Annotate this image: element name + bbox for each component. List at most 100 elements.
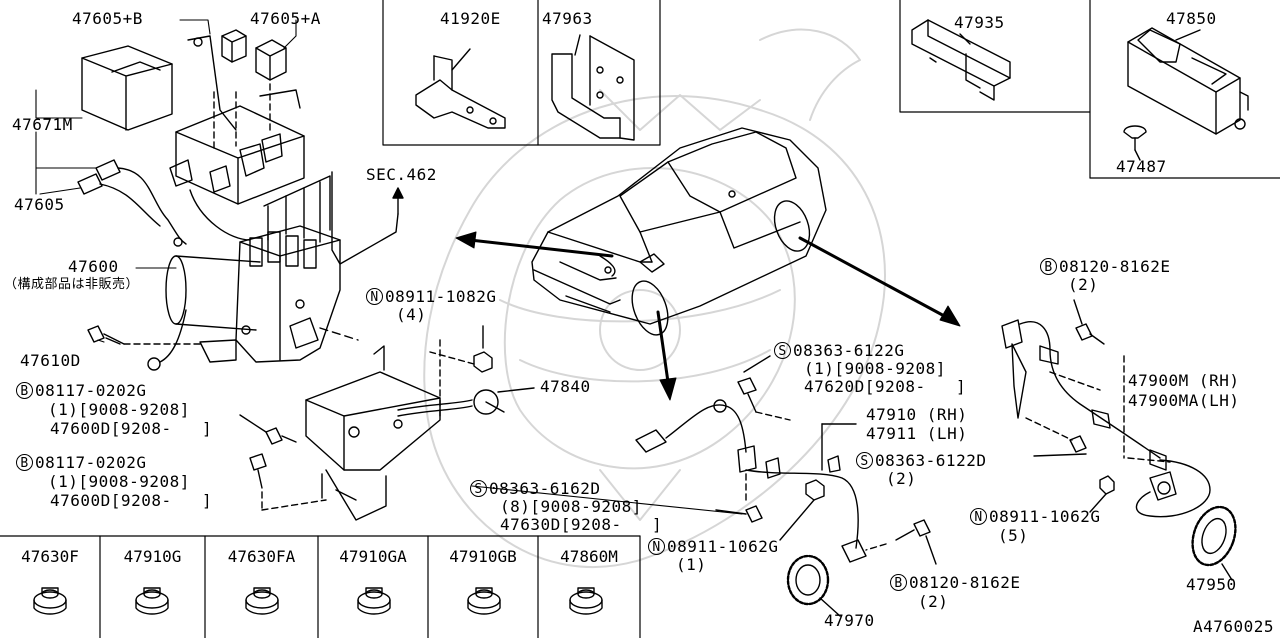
label-08117-lower-alt: 47600D[9208- ] [50, 491, 213, 510]
arrow-head-left [455, 231, 477, 249]
bolt-08363-6162d [715, 505, 763, 523]
marker-s-icon: S [856, 452, 873, 469]
tray-label-47910ga: 47910GA [339, 547, 407, 566]
nut-08911-1062g-rear [1089, 475, 1115, 513]
bracket-47935 [911, 19, 1011, 101]
label-47605a: 47605+A [250, 9, 321, 28]
arrow-head-right [939, 305, 961, 327]
bolt-08363-6122d-rear [1033, 435, 1087, 457]
label-08911-1082g-qty: (4) [396, 305, 427, 324]
actuator-bracket [261, 345, 441, 521]
bracket-41920e [415, 48, 506, 129]
label-47605b: 47605+B [72, 9, 143, 28]
marker-b-icon: B [16, 454, 33, 471]
label-08363-6122d-qty: (2) [886, 469, 917, 488]
label-08120-rear-qty: (2) [1068, 275, 1099, 294]
label-47935: 47935 [954, 13, 1005, 32]
label-47605: 47605 [14, 195, 65, 214]
rotor-47950 [1191, 505, 1237, 581]
diagram-reference: A4760025 [1192, 617, 1274, 636]
marker-b-icon: B [1040, 258, 1057, 275]
part-number: 08120-8162E [909, 573, 1021, 592]
tray-clips [33, 587, 603, 615]
actuator-47600 [147, 175, 341, 371]
rotor-47970 [786, 554, 841, 617]
label-47600: 47600 [68, 257, 119, 276]
part-number: 08911-1082G [385, 287, 497, 306]
bolt-08117-upper [239, 414, 297, 445]
label-08117-upper-alt: 47600D[9208- ] [50, 419, 213, 438]
label-41920e: 41920E [440, 9, 501, 28]
tray-grid [0, 535, 641, 638]
marker-s-icon: S [470, 480, 487, 497]
label-08911-1062g-rear-qty: (5) [998, 526, 1029, 545]
marker-n-icon: N [366, 288, 383, 305]
marker-n-icon: N [648, 538, 665, 555]
arrow-head-down [659, 377, 677, 401]
label-47970: 47970 [824, 611, 875, 630]
tray-label-47910gb: 47910GB [449, 547, 517, 566]
part-number: 08117-0202G [35, 453, 147, 472]
label-08120-front-qty: (2) [918, 592, 949, 611]
marker-n-icon: N [970, 508, 987, 525]
relay-47605a [255, 39, 287, 81]
relay-47605b [221, 29, 247, 63]
label-47911: 47911 (LH) [866, 424, 968, 443]
label-47671m: 47671M [12, 115, 73, 134]
part-number: 08911-1062G [667, 537, 779, 556]
clip-47487 [1123, 125, 1147, 161]
bolt-08117-lower [249, 453, 267, 511]
bracket-47963 [551, 34, 635, 141]
label-08363-6122g-alt: 47620D[9208- ] [804, 377, 967, 396]
clip-47840 [397, 339, 535, 421]
sensor-47900m [1001, 319, 1211, 518]
label-47910: 47910 (RH) [866, 405, 968, 424]
watermark-emblem [423, 28, 886, 569]
label-section-ref: SEC.462 [366, 165, 437, 184]
harness-47605 [77, 159, 251, 247]
vehicle-outline [531, 127, 827, 336]
sec-arrow [331, 171, 404, 265]
label-47900ma: 47900MA(LH) [1128, 391, 1240, 410]
label-47840: 47840 [540, 377, 591, 396]
sensor-47910 [635, 399, 867, 563]
marker-b-icon: B [890, 574, 907, 591]
label-08117-upper-qty: (1)[9008-9208] [48, 400, 190, 419]
inset-frames [382, 0, 1280, 179]
part-number: 08120-8162E [1059, 257, 1171, 276]
leader-dash [319, 327, 359, 341]
nut-08911-1082g [429, 325, 493, 373]
label-47900m: 47900M (RH) [1128, 371, 1240, 390]
leader-lines [35, 19, 743, 515]
nut-08911-1062g-front [779, 479, 825, 541]
label-08117-lower-qty: (1)[9008-9208] [48, 472, 190, 491]
bolt-08363-6122g [737, 355, 791, 421]
label-47610d: 47610D [20, 351, 81, 370]
label-08363-6122g-qty: (1)[9008-9208] [804, 359, 946, 378]
bolt-08120-rear [1073, 299, 1105, 345]
label-47850: 47850 [1166, 9, 1217, 28]
bolt-47610d [87, 325, 201, 345]
part-number: 08911-1062G [989, 507, 1101, 526]
part-number: 08363-6162D [489, 479, 601, 498]
relay-bracket-47605 [169, 35, 305, 205]
marker-s-icon: S [774, 342, 791, 359]
label-jp-note: （構成部品は非販売） [4, 277, 140, 292]
part-number: 08363-6122D [875, 451, 987, 470]
tray-label-47860m: 47860M [560, 547, 618, 566]
bolt-08120-front [865, 519, 937, 565]
tray-label-47630f: 47630F [21, 547, 79, 566]
tray-label-47910g: 47910G [123, 547, 182, 566]
pointer-arrows [468, 236, 950, 384]
part-number: 08363-6122G [793, 341, 905, 360]
module-47850 [1127, 27, 1249, 135]
